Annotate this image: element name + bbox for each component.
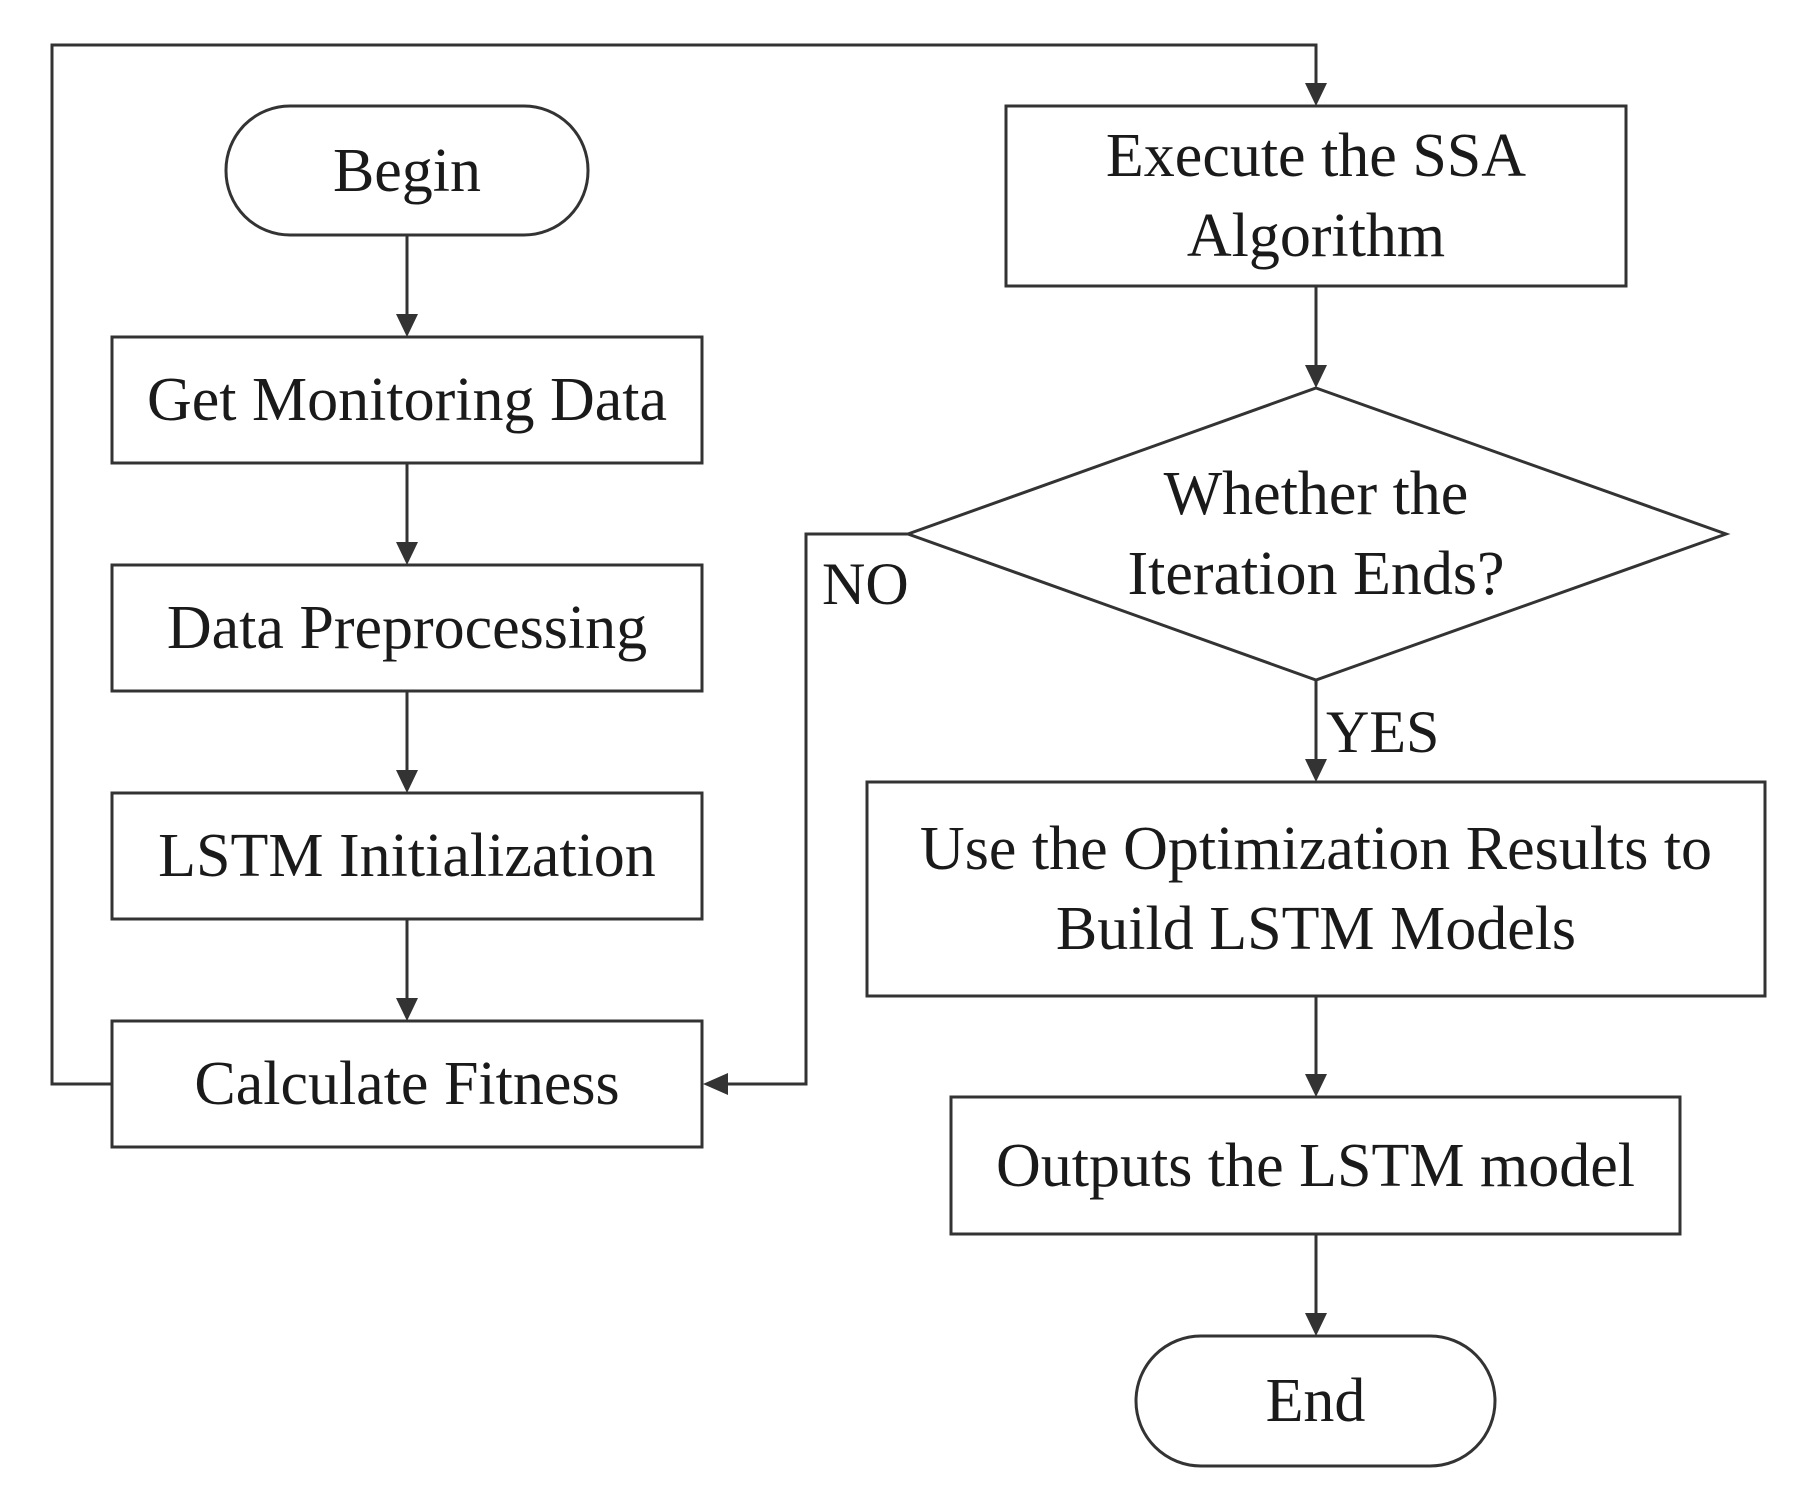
yes-edge-label: YES [1326,699,1440,765]
calculate-fitness-label: Calculate Fitness [194,1050,620,1118]
begin-label: Begin [332,136,482,205]
lstm-initialization-box [110,791,704,921]
use-optimization-line-2: Build LSTM Models [1055,895,1577,963]
arrowhead [1305,365,1327,388]
execute-ssa-line-1: Execute the SSA [1105,122,1527,190]
arrow-fitness-to-ssa-loop [50,43,1318,1086]
get-monitoring-data-label: Get Monitoring Data [146,366,667,434]
decision-line-1: Whether the [1163,460,1469,528]
no-edge-label: NO [822,551,909,617]
decision-line-2: Iteration Ends? [1127,540,1505,608]
execute-ssa-label: Execute the SSA Algorithm [1006,106,1626,286]
decision-label: Whether the Iteration Ends? [1060,454,1572,614]
outputs-model-label: Outputs the LSTM model [996,1131,1635,1200]
arrowhead [703,1073,728,1095]
arrowhead [1305,83,1327,106]
calculate-fitness-box [110,1019,704,1149]
arrowhead [1305,1074,1327,1097]
end-label: End [1265,1367,1366,1435]
arrow-decision-no [726,532,908,1086]
arrowhead [1305,759,1327,782]
get-monitoring-data-box [110,335,704,465]
data-preprocessing-label: Data Preprocessing [166,594,648,662]
execute-ssa-line-2: Algorithm [1186,202,1446,270]
arrowhead [396,998,418,1021]
end-terminal-shape [1134,1334,1497,1468]
lstm-initialization-label: LSTM Initialization [158,822,656,890]
arrowhead [1305,1313,1327,1336]
arrowhead [396,314,418,337]
use-optimization-label: Use the Optimization Results to Build LS… [867,782,1765,996]
arrowhead [396,770,418,793]
outputs-model-box [949,1095,1682,1236]
arrowhead [396,542,418,565]
use-optimization-line-1: Use the Optimization Results to [919,815,1713,883]
